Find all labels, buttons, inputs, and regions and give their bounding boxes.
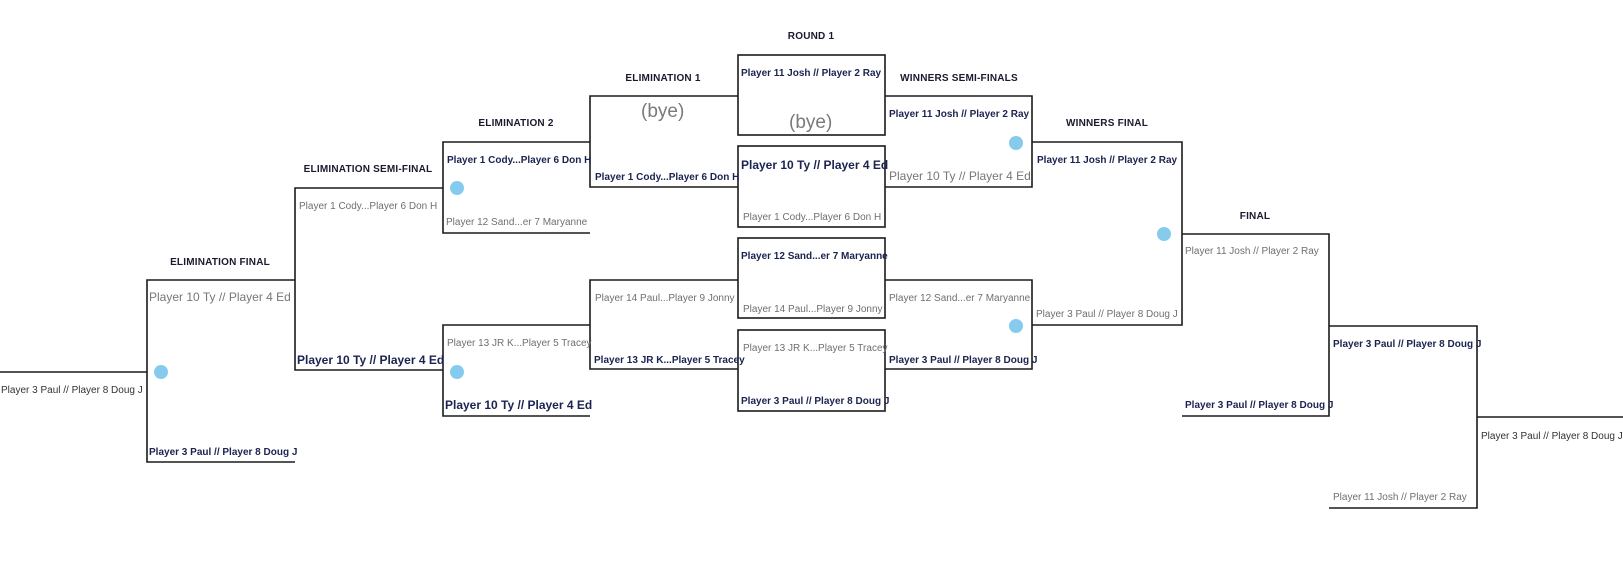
elim2-m2-bottom[interactable]: Player 10 Ty // Player 4 Ed	[445, 398, 593, 412]
round1-m3-bottom[interactable]: Player 14 Paul...Player 9 Jonny	[743, 304, 883, 315]
grand-final-top[interactable]: Player 3 Paul // Player 8 Doug J	[1333, 339, 1482, 350]
header-elimination-final: ELIMINATION FINAL	[170, 257, 270, 268]
round1-match4-box	[737, 329, 886, 412]
elim-semi-bracket	[294, 187, 443, 371]
round1-m4-bottom[interactable]: Player 3 Paul // Player 8 Doug J	[741, 396, 890, 407]
round1-m3-top[interactable]: Player 12 Sand...er 7 Maryanne	[741, 251, 888, 262]
winner-dot-elim-final	[154, 365, 168, 379]
left-outer-player[interactable]: Player 3 Paul // Player 8 Doug J	[1, 385, 143, 396]
winners-semi-m1-top[interactable]: Player 11 Josh // Player 2 Ray	[889, 109, 1030, 120]
elim-semi-bottom[interactable]: Player 10 Ty // Player 4 Ed	[297, 353, 445, 367]
elim-final-bottom[interactable]: Player 3 Paul // Player 8 Doug J	[149, 447, 298, 458]
elim1-m2-bottom[interactable]: Player 13 JR K...Player 5 Tracey	[594, 355, 745, 366]
header-elimination2: ELIMINATION 2	[478, 118, 554, 129]
round1-m2-top[interactable]: Player 10 Ty // Player 4 Ed	[741, 158, 889, 172]
round1-m4-top[interactable]: Player 13 JR K...Player 5 Tracey	[743, 343, 888, 354]
round1-m1-top[interactable]: Player 11 Josh // Player 2 Ray	[741, 68, 882, 79]
winner-dot-winners-semi-m2	[1009, 319, 1023, 333]
round1-m1-bye: (bye)	[789, 112, 833, 133]
elim-final-bracket	[146, 279, 295, 463]
header-round1: ROUND 1	[787, 31, 835, 42]
round1-match1-box	[737, 54, 886, 136]
winners-final-bottom[interactable]: Player 3 Paul // Player 8 Doug J	[1036, 309, 1178, 320]
winners-final-top[interactable]: Player 11 Josh // Player 2 Ray	[1037, 155, 1178, 166]
round1-m2-bottom[interactable]: Player 1 Cody...Player 6 Don H	[743, 212, 882, 223]
grand-final-bracket	[1329, 325, 1478, 509]
winner-dot-winners-semi-m1	[1009, 136, 1023, 150]
champion-player[interactable]: Player 3 Paul // Player 8 Doug J	[1481, 431, 1623, 442]
winner-dot-winners-final	[1157, 227, 1171, 241]
round1-match3-box	[737, 237, 886, 319]
elim1-m2-top[interactable]: Player 14 Paul...Player 9 Jonny	[595, 293, 735, 304]
winners-semi-m2-bottom[interactable]: Player 3 Paul // Player 8 Doug J	[889, 355, 1038, 366]
header-final: FINAL	[1239, 211, 1271, 222]
winners-semi-m2-top[interactable]: Player 12 Sand...er 7 Maryanne	[889, 293, 1031, 304]
winner-dot-elim2-m1	[450, 181, 464, 195]
header-winners-semi: WINNERS SEMI-FINALS	[900, 73, 1018, 84]
elim1-m1-bye: (bye)	[641, 101, 685, 122]
final-bracket	[1182, 233, 1330, 417]
header-elimination1: ELIMINATION 1	[625, 73, 701, 84]
winner-dot-elim2-m2	[450, 365, 464, 379]
final-bottom[interactable]: Player 3 Paul // Player 8 Doug J	[1185, 400, 1334, 411]
elim2-m2-top[interactable]: Player 13 JR K...Player 5 Tracey	[447, 338, 592, 349]
final-top[interactable]: Player 11 Josh // Player 2 Ray	[1185, 246, 1319, 257]
grand-final-bottom[interactable]: Player 11 Josh // Player 2 Ray	[1333, 492, 1467, 503]
elim2-m1-top[interactable]: Player 1 Cody...Player 6 Don H	[447, 155, 592, 166]
elim-semi-top[interactable]: Player 1 Cody...Player 6 Don H	[299, 201, 438, 212]
header-winners-final: WINNERS FINAL	[1065, 118, 1149, 129]
header-elimination-semi: ELIMINATION SEMI-FINAL	[303, 164, 433, 175]
elim-final-top[interactable]: Player 10 Ty // Player 4 Ed	[149, 290, 291, 304]
elim1-m1-bottom[interactable]: Player 1 Cody...Player 6 Don H	[595, 172, 740, 183]
elim2-m1-bottom[interactable]: Player 12 Sand...er 7 Maryanne	[446, 217, 588, 228]
winners-semi-m1-bottom[interactable]: Player 10 Ty // Player 4 Ed	[889, 169, 1031, 183]
